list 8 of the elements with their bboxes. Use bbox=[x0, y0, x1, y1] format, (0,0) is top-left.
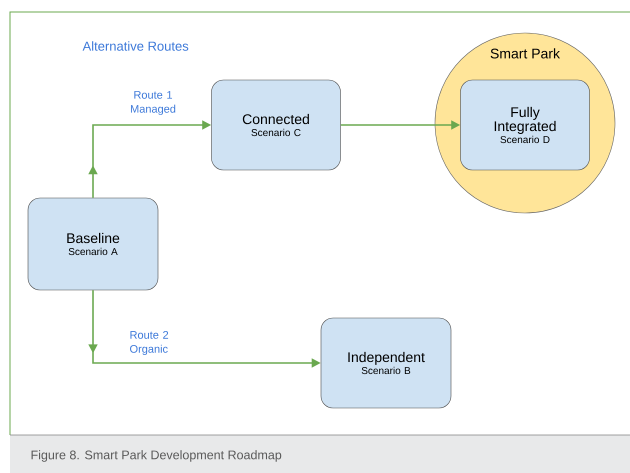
scenario-box: Independent Scenario B bbox=[320, 318, 452, 408]
scenario-box: Connected Scenario C bbox=[211, 80, 341, 170]
section-heading: Alternative Routes bbox=[82, 41, 188, 51]
route-label: Route 2 Organic bbox=[130, 331, 168, 355]
scenario-box: Baseline Scenario A bbox=[28, 198, 158, 290]
route-label: Route 1 Managed bbox=[130, 91, 176, 115]
caption-band: Figure 8. Smart Park Development Roadmap bbox=[10, 434, 630, 473]
scenario-box: Fully Integrated Scenario D bbox=[460, 80, 590, 170]
